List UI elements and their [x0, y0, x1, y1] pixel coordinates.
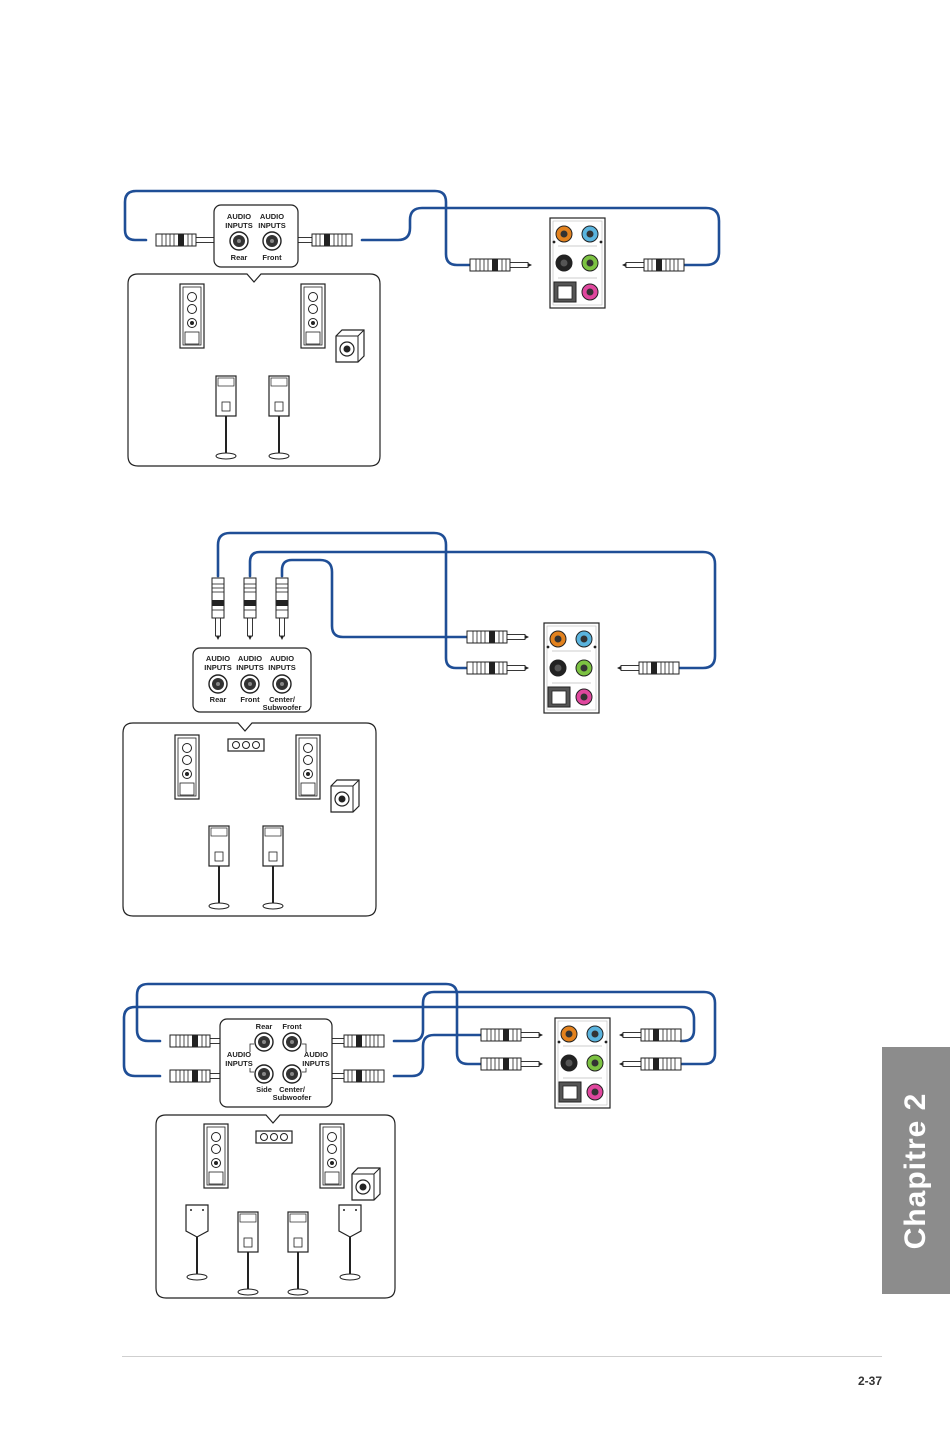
audio-label: AUDIO — [238, 654, 262, 663]
front-left-speaker — [175, 735, 199, 799]
side-jack — [255, 1065, 273, 1083]
audio-label: AUDIO — [270, 654, 294, 663]
jack-label-subwoofer: Subwoofer — [273, 1093, 312, 1102]
rear-jack — [230, 232, 248, 250]
front-right-speaker — [296, 735, 320, 799]
audio-label: AUDIO — [260, 212, 284, 221]
jack-label-front: Front — [282, 1022, 302, 1031]
jack-label-rear: Rear — [231, 253, 248, 262]
front-jack — [283, 1033, 301, 1051]
jack-label-front: Front — [262, 253, 282, 262]
diagram-2-rear-audio-panel — [544, 623, 599, 713]
footer-divider — [122, 1356, 882, 1357]
center-speaker — [228, 739, 264, 751]
audio-label: AUDIO — [227, 212, 251, 221]
diagram-3-audio-inputs-box: Rear Front AUDIO INPUTS AUDIO INPUTS Sid… — [220, 1019, 332, 1107]
center-subwoofer-jack — [273, 675, 291, 693]
chapter-tab: Chapitre 2 — [882, 1047, 950, 1294]
diagram-1-audio-inputs-box: AUDIO INPUTS AUDIO INPUTS Rear Front — [214, 205, 298, 267]
inputs-label: INPUTS — [268, 663, 296, 672]
chapter-tab-label: Chapitre 2 — [899, 1092, 933, 1249]
audio-label: AUDIO — [206, 654, 230, 663]
jack-label-subwoofer: Subwoofer — [263, 703, 302, 712]
jack-label-rear: Rear — [256, 1022, 273, 1031]
inputs-label: INPUTS — [258, 221, 286, 230]
front-right-speaker — [301, 284, 325, 348]
center-speaker — [256, 1131, 292, 1143]
inputs-label: INPUTS — [302, 1059, 330, 1068]
rear-jack — [209, 675, 227, 693]
front-left-speaker — [204, 1124, 228, 1188]
front-right-speaker — [320, 1124, 344, 1188]
diagram-3-rear-audio-panel — [555, 1018, 610, 1108]
diagram-2-speaker-box — [123, 723, 376, 916]
audio-label: AUDIO — [227, 1050, 251, 1059]
jack-label-front: Front — [240, 695, 260, 704]
diagram-1-rear-audio-panel — [550, 218, 605, 308]
inputs-label: INPUTS — [225, 221, 253, 230]
rear-jack — [255, 1033, 273, 1051]
inputs-label: INPUTS — [236, 663, 264, 672]
diagram-1-speaker-box — [128, 274, 380, 466]
subwoofer — [331, 780, 359, 812]
audio-label: AUDIO — [304, 1050, 328, 1059]
inputs-label: INPUTS — [204, 663, 232, 672]
jack-label-rear: Rear — [210, 695, 227, 704]
diagram-2-audio-inputs-box: AUDIO INPUTS AUDIO INPUTS AUDIO INPUTS R… — [193, 648, 311, 712]
front-jack — [263, 232, 281, 250]
inputs-label: INPUTS — [225, 1059, 253, 1068]
page-number: 2-37 — [858, 1374, 882, 1388]
subwoofer — [336, 330, 364, 362]
center-subwoofer-jack — [283, 1065, 301, 1083]
speaker-connection-diagrams: AUDIO INPUTS AUDIO INPUTS Rear Front AUD… — [0, 0, 950, 1340]
subwoofer — [352, 1168, 380, 1200]
front-left-speaker — [180, 284, 204, 348]
front-jack — [241, 675, 259, 693]
diagram-3-speaker-box — [156, 1115, 395, 1298]
jack-label-side: Side — [256, 1085, 272, 1094]
